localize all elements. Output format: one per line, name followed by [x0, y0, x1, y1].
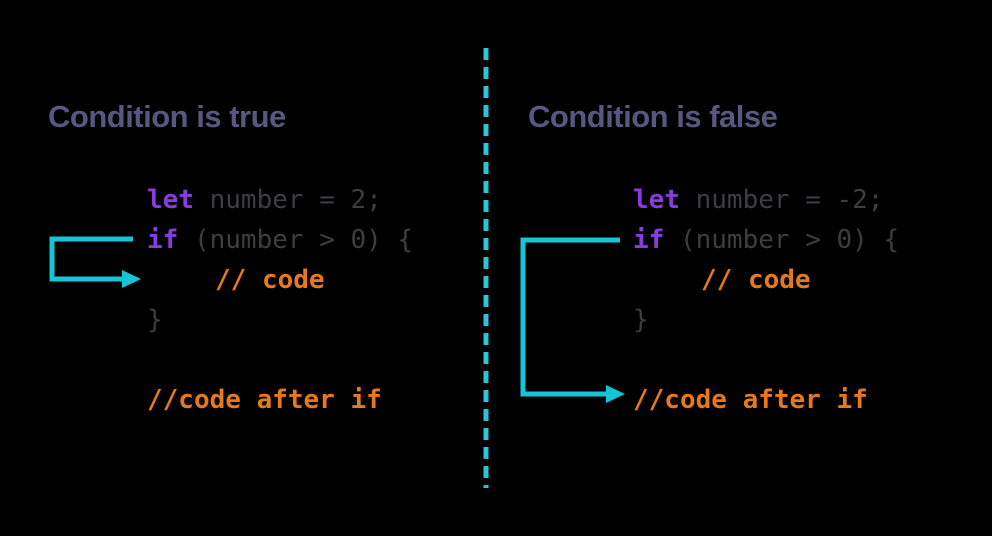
comment-code: // code — [701, 265, 811, 295]
comment-code-after-if: //code after if — [633, 385, 868, 415]
flow-arrow-false-arrowhead-icon — [606, 385, 625, 403]
code-line-if: if (number > 0) { — [147, 220, 413, 260]
code-line-body: // code — [633, 260, 899, 300]
code-text-condition: (number > 0) { — [664, 225, 900, 255]
flow-arrow-true-arrowhead-icon — [122, 270, 141, 288]
code-line-let: let number = 2; — [147, 180, 413, 220]
code-line-after-if: //code after if — [147, 380, 413, 420]
code-line-if: if (number > 0) { — [633, 220, 899, 260]
code-line-blank — [147, 340, 413, 380]
code-line-let: let number = -2; — [633, 180, 899, 220]
code-line-after-if: //code after if — [633, 380, 899, 420]
code-line-closing-brace: } — [633, 300, 899, 340]
code-line-body: // code — [147, 260, 413, 300]
panel-title-condition-true: Condition is true — [48, 99, 286, 134]
code-line-closing-brace: } — [147, 300, 413, 340]
code-text-assignment: number = 2; — [193, 185, 382, 215]
keyword-let: let — [147, 185, 194, 215]
brace: } — [633, 305, 649, 335]
brace: } — [147, 305, 163, 335]
code-text-condition: (number > 0) { — [178, 225, 414, 255]
code-block-true: let number = 2; if (number > 0) { // cod… — [147, 180, 413, 420]
keyword-if: if — [633, 225, 665, 255]
flow-arrow-true-line — [49, 236, 133, 282]
keyword-if: if — [147, 225, 179, 255]
panel-title-condition-false: Condition is false — [528, 99, 778, 134]
code-line-blank — [633, 340, 899, 380]
keyword-let: let — [633, 185, 680, 215]
comment-code-after-if: //code after if — [147, 385, 382, 415]
code-text-assignment: number = -2; — [679, 185, 884, 215]
flow-arrow-false-line — [520, 237, 620, 397]
flow-arrow-false-icon — [520, 237, 625, 403]
code-block-false: let number = -2; if (number > 0) { // co… — [633, 180, 899, 420]
comment-code: // code — [215, 265, 325, 295]
flow-arrow-true-icon — [49, 236, 141, 288]
